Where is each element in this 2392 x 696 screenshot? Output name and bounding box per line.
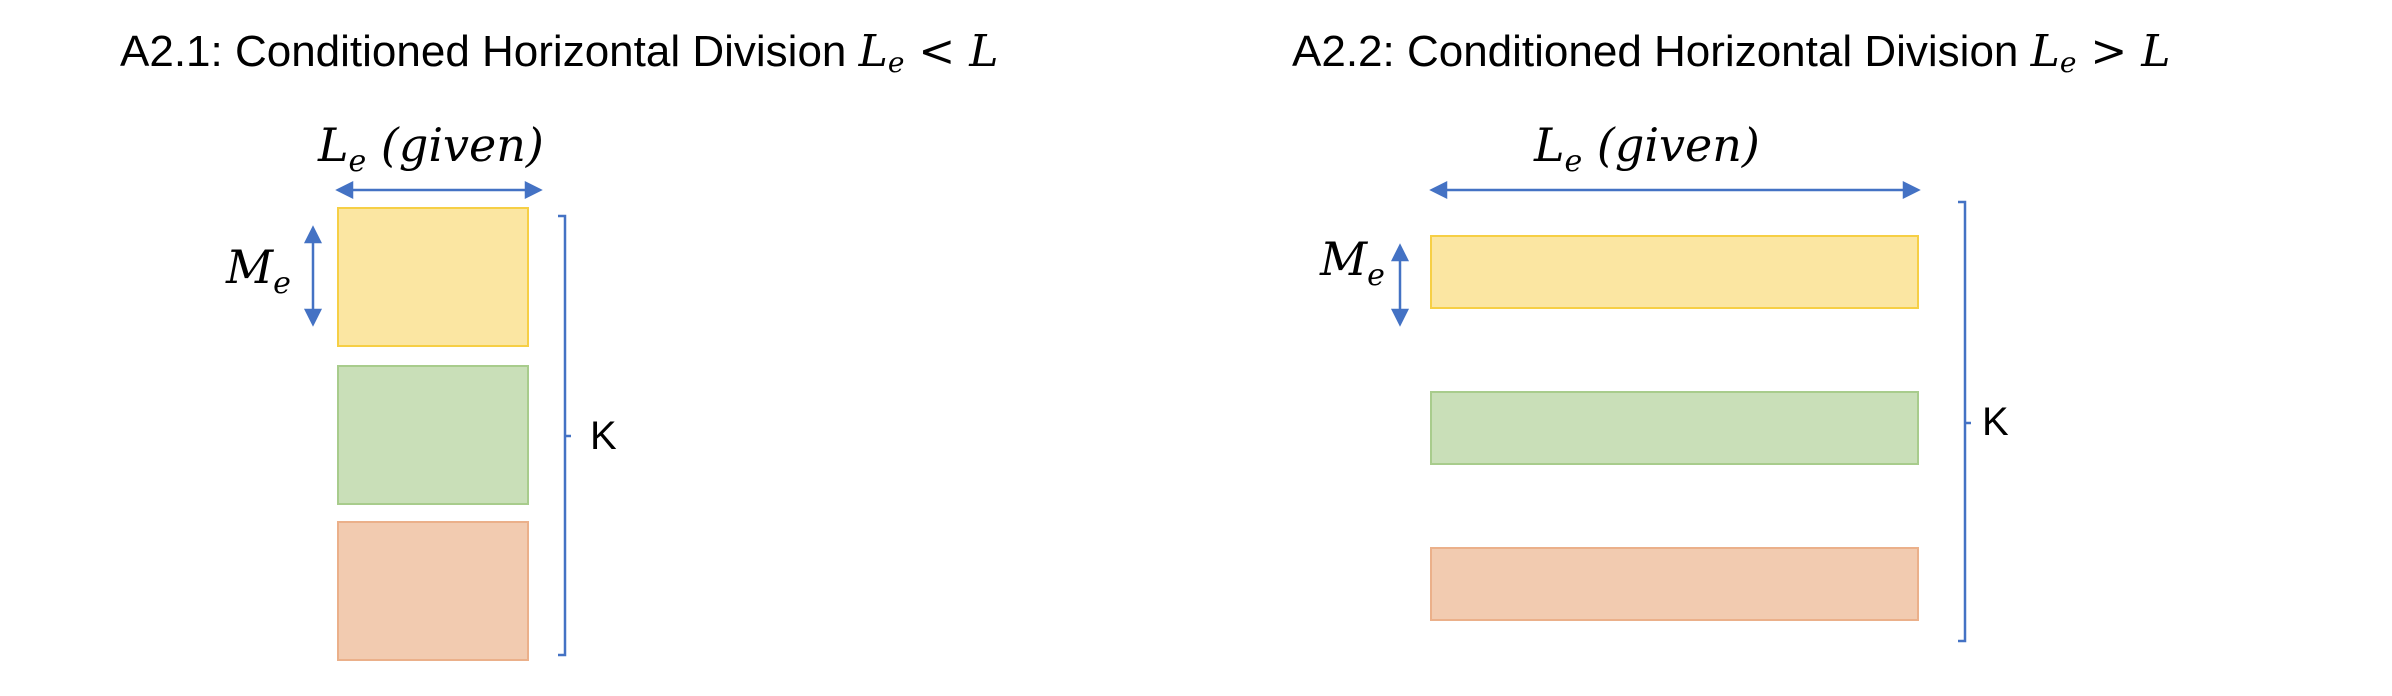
arrow-head-down [303,308,323,327]
left-arrows-layer [303,180,571,657]
panel-title: A2.1: Conditioned Horizontal Division Le… [120,26,998,79]
k-bracket [1958,200,1967,643]
height-label: Me [1320,232,1385,293]
arrow-head-up [303,225,323,244]
k-label: K [1982,400,2009,444]
arrow-head-up [1390,243,1410,262]
panel-title: A2.2: Conditioned Horizontal Division Le… [1292,26,2170,79]
right-arrows-layer [1390,180,1971,643]
title-text: A2.1: Conditioned Horizontal Division [120,27,859,76]
arrow-head-down [1390,308,1410,327]
panel-a2-1: A2.1: Conditioned Horizontal Division Le… [120,26,998,661]
panel-a2-2: A2.2: Conditioned Horizontal Division Le… [1196,0,2392,696]
arrow-head-right [1902,180,1921,200]
arrow-head-left [335,180,354,200]
k-bracket [558,214,567,657]
division-block-orange [1430,547,1919,621]
division-block-green [1430,391,1919,465]
division-block-orange [337,521,529,661]
division-block-yellow [337,207,529,347]
width-label: Le (given) [318,118,544,179]
title-text: A2.2: Conditioned Horizontal Division [1292,27,2031,76]
arrow-head-right [524,180,543,200]
title-math: Le < L [858,26,999,79]
k-label: K [590,414,617,458]
division-block-green [337,365,529,505]
title-math: Le > L [2030,26,2171,79]
height-label: Me [226,240,291,301]
division-block-yellow [1430,235,1919,309]
arrow-head-left [1429,180,1448,200]
width-label: Le (given) [1534,118,1760,179]
